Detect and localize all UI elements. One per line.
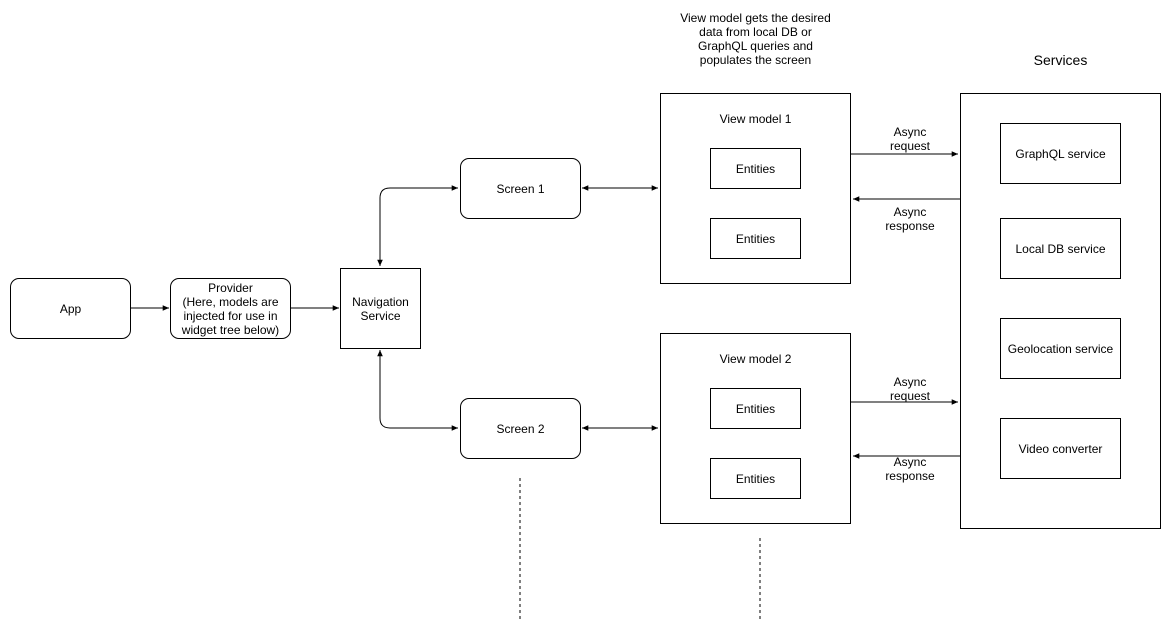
view-model-2-title: View model 2 [719, 352, 792, 366]
entities-label: Entities [735, 401, 776, 416]
graphql-service-node: GraphQL service [1000, 123, 1121, 184]
screen-1-node: Screen 1 [460, 158, 581, 219]
view-model-2-entities-1: Entities [710, 388, 801, 429]
vm2-async-request-label: Async request [889, 375, 931, 403]
entities-label: Entities [735, 231, 776, 246]
entities-label: Entities [735, 471, 776, 486]
view-model-1-entities-1: Entities [710, 148, 801, 189]
view-model-note: View model gets the desired data from lo… [680, 11, 831, 67]
navigation-screen1-connector [377, 185, 458, 266]
entities-label: Entities [735, 161, 776, 176]
vm1-async-request-label: Async request [889, 125, 931, 153]
navigation-screen2-connector [377, 350, 458, 431]
local-db-service-label: Local DB service [1015, 241, 1106, 256]
vm2-async-response-label: Async response [885, 455, 935, 483]
screen-1-label: Screen 1 [496, 181, 545, 196]
local-db-service-node: Local DB service [1000, 218, 1121, 279]
navigation-service-node: Navigation Service [340, 268, 421, 349]
view-model-2-entities-2: Entities [710, 458, 801, 499]
graphql-service-label: GraphQL service [1015, 146, 1106, 161]
vm1-async-response-label: Async response [885, 205, 935, 233]
app-node: App [10, 278, 131, 339]
video-converter-node: Video converter [1000, 418, 1121, 479]
view-model-1-entities-2: Entities [710, 218, 801, 259]
provider-node: Provider (Here, models are injected for … [170, 278, 291, 339]
view-model-1-title: View model 1 [719, 112, 792, 126]
navigation-service-label: Navigation Service [352, 294, 409, 323]
screen-2-node: Screen 2 [460, 398, 581, 459]
video-converter-label: Video converter [1018, 441, 1103, 456]
services-title: Services [1033, 52, 1088, 68]
screen-2-label: Screen 2 [496, 421, 545, 436]
geolocation-service-node: Geolocation service [1000, 318, 1121, 379]
geolocation-service-label: Geolocation service [1007, 341, 1114, 356]
app-node-label: App [59, 301, 82, 316]
provider-node-label: Provider (Here, models are injected for … [181, 280, 280, 337]
